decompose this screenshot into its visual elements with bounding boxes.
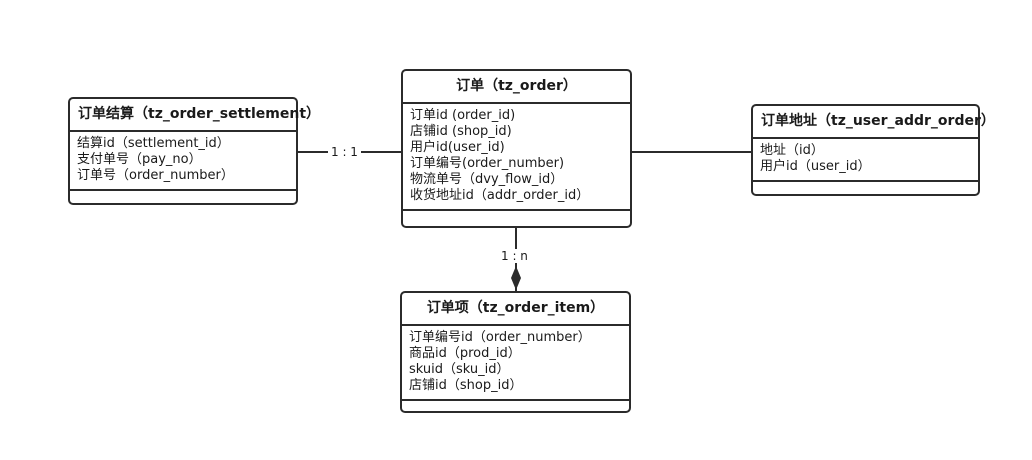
attribute-row: 商品id（prod_id）: [409, 346, 521, 361]
attribute-row: 用户id（user_id）: [760, 159, 871, 174]
entity-title-tz-order-item: 订单项（tz_order_item）: [402, 293, 629, 326]
entity-operations-tz-order-item: [402, 401, 629, 419]
attribute-row: 结算id（settlement_id）: [77, 136, 230, 151]
attribute-row: 地址（id）: [760, 143, 824, 158]
entity-tz-order-settlement[interactable]: 订单结算（tz_order_settlement） 结算id（settlemen…: [68, 97, 320, 205]
attribute-row: 订单号（order_number）: [77, 168, 234, 183]
entity-attributes-tz-order: 订单id (order_id) 店铺id (shop_id) 用户id(user…: [403, 104, 630, 211]
attribute-row: skuid（sku_id）: [409, 362, 510, 377]
attribute-row: 订单编号id（order_number）: [409, 330, 591, 345]
relation-label-order-item: 1 : n: [498, 249, 531, 263]
attribute-row: 店铺id (shop_id): [410, 124, 512, 139]
connector-order-addr[interactable]: [630, 151, 753, 153]
entity-attributes-tz-user-addr-order: 地址（id） 用户id（user_id）: [753, 139, 978, 182]
entity-tz-user-addr-order[interactable]: 订单地址（tz_user_addr_order） 地址（id） 用户id（use…: [751, 104, 995, 196]
entity-operations-tz-order: [403, 211, 630, 229]
entity-title-tz-order: 订单（tz_order）: [403, 71, 630, 104]
attribute-row: 用户id(user_id): [410, 140, 505, 155]
relation-label-settlement-order: 1 : 1: [328, 145, 361, 159]
entity-operations-tz-order-settlement: [70, 191, 296, 209]
entity-attributes-tz-order-settlement: 结算id（settlement_id） 支付单号（pay_no） 订单号（ord…: [70, 132, 296, 191]
attribute-row: 物流单号（dvy_flow_id）: [410, 172, 564, 187]
attribute-row: 订单id (order_id): [410, 108, 516, 123]
attribute-row: 店铺id（shop_id）: [409, 378, 523, 393]
entity-tz-order[interactable]: 订单（tz_order） 订单id (order_id) 店铺id (shop_…: [401, 69, 632, 228]
entity-tz-order-item[interactable]: 订单项（tz_order_item） 订单编号id（order_number） …: [400, 291, 631, 413]
attribute-row: 收货地址id（addr_order_id）: [410, 188, 590, 203]
attribute-row: 支付单号（pay_no）: [77, 152, 202, 167]
entity-title-tz-order-settlement: 订单结算（tz_order_settlement）: [70, 99, 320, 132]
attribute-row: 订单编号(order_number): [410, 156, 565, 171]
entity-operations-tz-user-addr-order: [753, 182, 978, 200]
entity-title-tz-user-addr-order: 订单地址（tz_user_addr_order）: [753, 106, 995, 139]
entity-attributes-tz-order-item: 订单编号id（order_number） 商品id（prod_id） skuid…: [402, 326, 629, 401]
